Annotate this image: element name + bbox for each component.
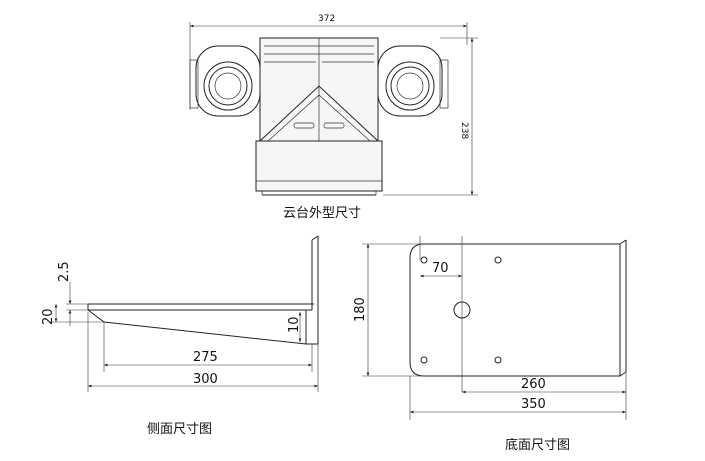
side-view-caption: 侧面尺寸图 [147,422,212,437]
height-dimension: 238 [383,37,478,196]
dim-350-label: 350 [521,397,546,412]
dim-260-label: 260 [521,377,546,392]
right-camera [377,45,449,117]
dim-20-label: 20 [41,308,56,325]
dim-300-label: 300 [193,372,218,387]
bracket [87,235,319,345]
dim-10: 10 [287,312,302,342]
side-view: 2.5 20 10 275 300 侧面尺寸图 [41,235,319,437]
front-view-caption: 云台外型尺寸 [283,206,361,221]
bottom-view-caption: 底面尺寸图 [505,437,570,453]
mounting-holes [420,256,502,364]
dim-20: 20 [41,304,104,325]
dim-260: 260 [462,377,626,394]
left-camera [189,45,261,117]
dim-70: 70 [420,261,462,278]
dim-275: 275 [103,322,313,372]
ptz-body [255,37,383,196]
dim-70-label: 70 [432,261,449,276]
dim-300: 300 [87,312,319,392]
dim-2-5: 2.5 [57,261,90,326]
dim-10-label: 10 [287,316,302,333]
dim-180: 180 [353,243,424,377]
dim-2-5-label: 2.5 [57,261,72,282]
dim-275-label: 275 [193,350,218,365]
front-view: 372 238 [189,14,478,221]
dim-350: 350 [410,397,626,414]
bottom-view: 70 180 260 350 底面尺寸图 [353,236,627,453]
height-dim-label: 238 [459,122,469,139]
width-dim-label: 372 [318,14,335,24]
dim-180-label: 180 [353,297,368,322]
